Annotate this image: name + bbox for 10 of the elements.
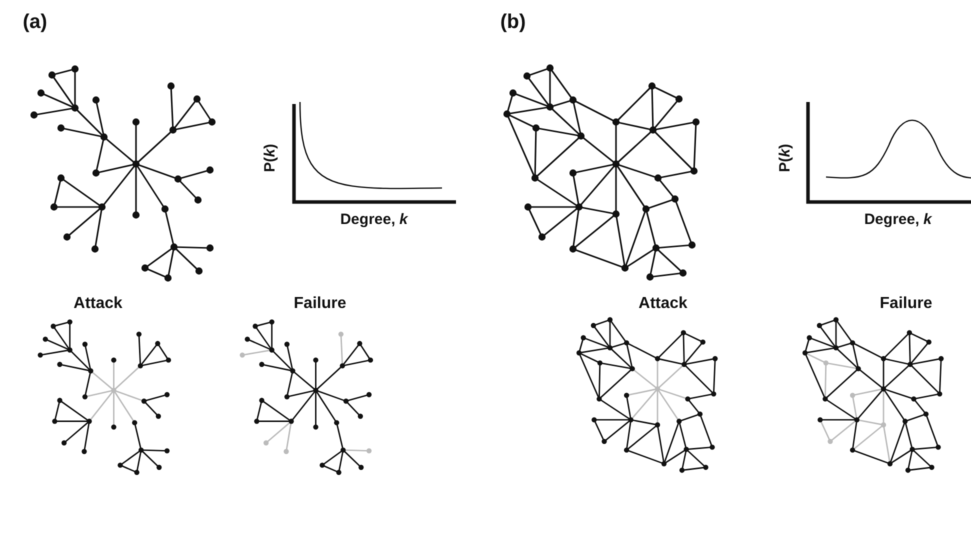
panel-letter: (a) [22,12,48,32]
axis-label: P(k) [262,144,278,172]
axis-label: Degree, k [340,212,408,227]
axis-label: P(k) [778,144,792,172]
panel-title: Attack [638,296,688,312]
panel-letter: (b) [500,12,526,32]
axis-label: Degree, k [864,212,932,227]
panel-title: Failure [880,296,932,312]
panel-title: Failure [294,296,346,312]
panel-title: Attack [74,296,122,312]
